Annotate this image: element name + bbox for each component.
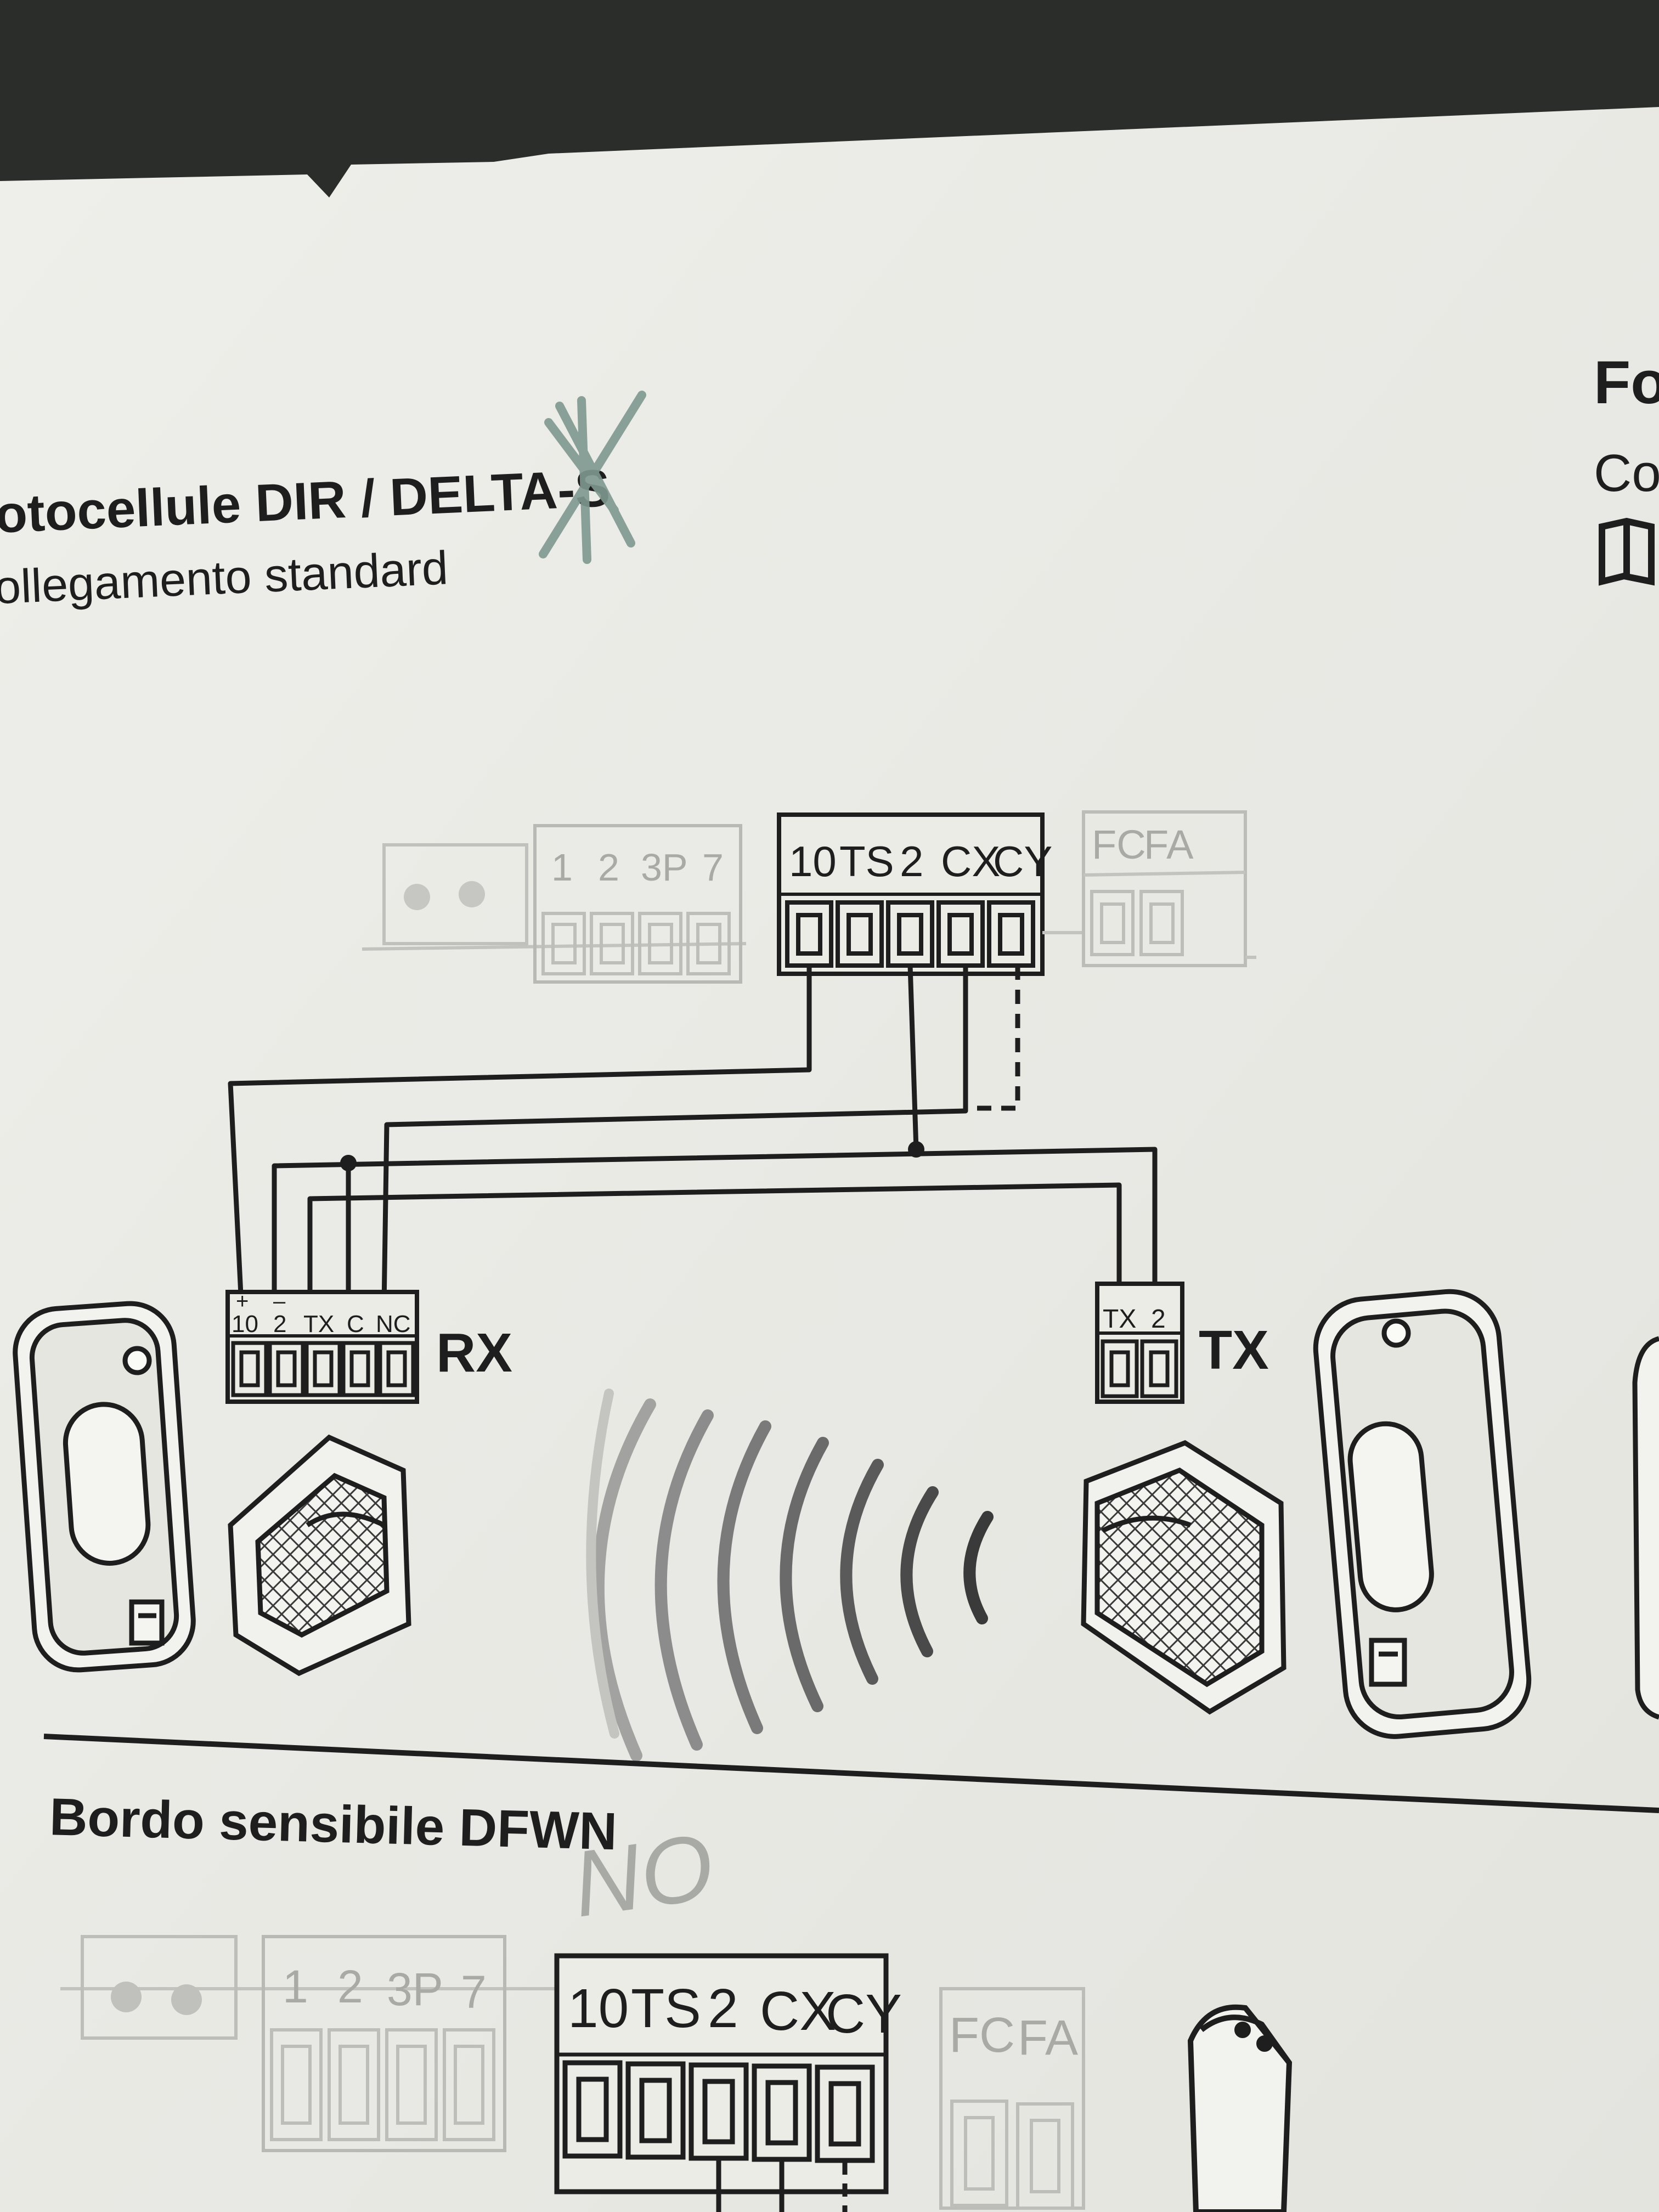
bottom-main-label-cx: CX (760, 1980, 836, 2042)
rx-terminal-label-2: 2 (273, 1311, 286, 1338)
bottom-faded-left-label-3: 3P (387, 1963, 443, 2015)
rx-terminal-block: + – 10 2 TX C NC (225, 1289, 419, 1404)
faded-terminal-block-left (533, 824, 742, 984)
rx-terminal-label-tx: TX (303, 1311, 334, 1338)
main-terminal-label-10: 10 (789, 837, 837, 885)
tx-label: TX (1199, 1319, 1269, 1381)
top-terminal-strip: 1 2 3P 7 10 TS 2 CX CY (362, 810, 1256, 984)
tx-photocell-module (1081, 1440, 1286, 1715)
wiring (228, 965, 1158, 1306)
faded-left-label-1: 1 (551, 846, 573, 889)
bottom-main-label-cy: CY (826, 1983, 902, 2045)
faded-terminal-block-right (1082, 810, 1247, 967)
bottom-faded-terminal-block-left (262, 1935, 506, 2152)
rx-photocell-module (228, 1434, 411, 1677)
bottom-faded-right-label-fa: FA (1018, 2011, 1078, 2066)
bottom-main-label-10: 10 (568, 1978, 629, 2039)
faded-right-label-fc: FC (1092, 822, 1146, 867)
tx-terminal-label-tx: TX (1103, 1305, 1136, 1334)
faded-left-label-2: 2 (598, 846, 619, 889)
paper-sheet (0, 107, 1659, 2212)
tx-terminal-label-2: 2 (1151, 1305, 1166, 1334)
bottom-faded-left-label-2: 2 (337, 1961, 363, 2012)
bottom-main-label-ts: TS (631, 1978, 701, 2039)
wire-junction-c (340, 1155, 357, 1171)
right-section-subtitle: Co (1594, 444, 1659, 503)
rx-polarity-plus: + (236, 1289, 249, 1313)
section-divider (43, 1734, 1659, 1813)
faded-left-label-4: 7 (702, 846, 724, 889)
tx-terminal-block: TX 2 (1095, 1282, 1184, 1404)
right-section-title: Fo (1594, 349, 1659, 416)
main-terminal-label-cy: CY (993, 837, 1052, 885)
bottom-faded-terminal-block-right (939, 1987, 1085, 2210)
main-terminal-label-cx: CX (941, 837, 1000, 885)
tx-column-photocell (1313, 1289, 1532, 1739)
bottom-faded-right-label-fc: FC (949, 2008, 1015, 2063)
main-terminal-block: 10 TS 2 CX CY (777, 812, 1052, 976)
faded-right-label-fa: FA (1144, 822, 1194, 867)
handwritten-no-note: NO (567, 1814, 720, 1937)
faded-module-left (382, 843, 528, 945)
bottom-main-label-2: 2 (708, 1978, 738, 2039)
bottom-main-terminal-block: 10 TS 2 CX CY (554, 1953, 902, 2194)
rx-terminal-label-10: 10 (232, 1311, 258, 1338)
bottom-faded-left-label-4: 7 (461, 1966, 487, 2018)
rx-column-photocell (13, 1301, 196, 1673)
bottom-faded-left-label-1: 1 (283, 1961, 308, 2012)
partial-device-edge (1632, 1336, 1659, 1720)
bottom-wiring (716, 2159, 848, 2212)
bottom-faded-module-left (81, 1935, 238, 2040)
main-terminal-label-ts: TS (839, 837, 894, 885)
main-terminal-label-2: 2 (900, 837, 923, 885)
rx-label: RX (436, 1322, 512, 1384)
infrared-signal-waves (586, 1389, 994, 1762)
rx-polarity-minus: – (273, 1289, 286, 1313)
rx-terminal-label-c: C (347, 1311, 364, 1338)
sensitive-edge-device (1187, 2004, 1293, 2212)
handwritten-cross-mark (539, 391, 646, 564)
cy-dashed-wire (966, 966, 1020, 1111)
faded-left-label-3: 3P (641, 846, 688, 889)
wire-junction-2 (908, 1141, 924, 1158)
book-icon (1599, 517, 1655, 586)
bottom-terminal-strip: 1 2 3P 7 10 TS 2 CX CY (60, 1935, 1085, 2212)
rx-terminal-label-nc: NC (376, 1311, 411, 1338)
